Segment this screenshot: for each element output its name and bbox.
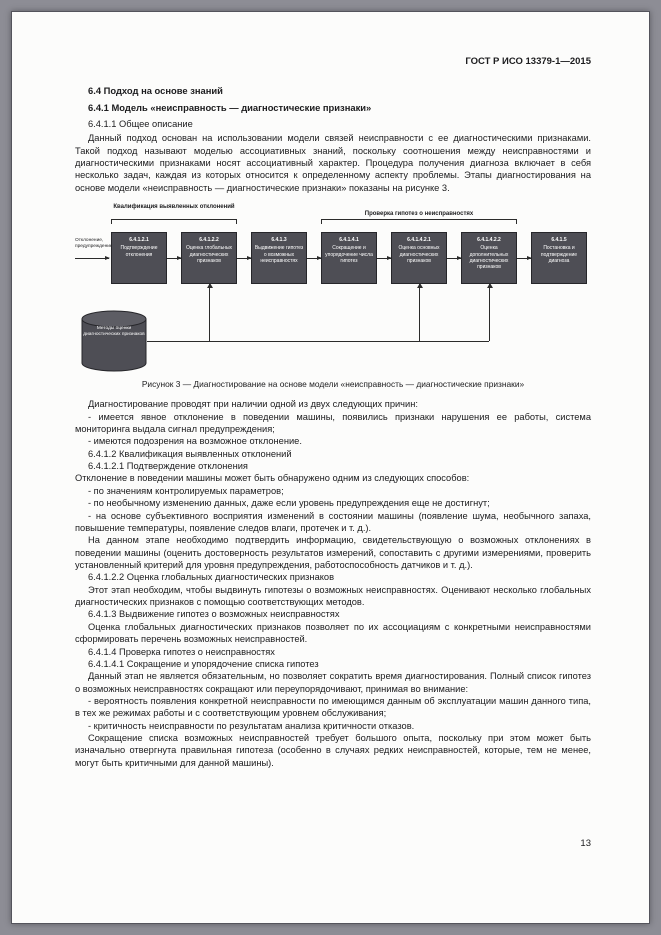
heading-6-4-1: 6.4.1 Модель «неисправность — диагностич… bbox=[88, 101, 372, 113]
arrow-right-icon bbox=[447, 256, 462, 261]
heading-6-4-1-2-1: 6.4.1.2.1 Подтверждение отклонения bbox=[88, 461, 248, 472]
methods-database-cylinder: Методы оценки диагностических признаков bbox=[81, 310, 147, 372]
figure-3-diagram: Квалификация выявленных отклонений Прове… bbox=[75, 204, 590, 376]
bracket-line-right bbox=[321, 219, 517, 225]
bracket-label-right: Проверка гипотез о неисправностях bbox=[364, 211, 474, 218]
heading-6-4-1-4-1: 6.4.1.4.1 Сокращение и упорядочение спис… bbox=[88, 658, 319, 669]
cylinder-shape-icon bbox=[81, 310, 147, 372]
list-item: - критичность неисправности по результат… bbox=[88, 720, 415, 731]
paragraph: Данный этап не является обязательным, но… bbox=[75, 671, 591, 694]
page-number: 13 bbox=[580, 838, 591, 849]
heading-6-4-1-4: 6.4.1.4 Проверка гипотез о неисправностя… bbox=[88, 646, 275, 657]
figure-box-main-symptoms: 6.4.1.4.2.1 Оценка основных диагностичес… bbox=[391, 232, 447, 285]
intro-paragraph: Данный подход основан на использовании м… bbox=[75, 133, 591, 193]
paragraph: Этот этап необходим, чтобы выдвинуть гип… bbox=[75, 584, 591, 608]
paragraph: Сокращение списка возможных неисправност… bbox=[75, 733, 591, 768]
figure-box-global-symptoms: 6.4.1.2.2 Оценка глобальных диагностичес… bbox=[181, 232, 237, 285]
figure-caption: Рисунок 3 — Диагностирование на основе м… bbox=[141, 379, 525, 390]
list-item: - на основе субъективного восприятия изм… bbox=[75, 510, 591, 533]
figure-box-confirm-deviation: 6.4.1.2.1 Подтверждение отклонения bbox=[111, 232, 167, 285]
arrow-up-icon bbox=[416, 283, 423, 342]
arrow-right-icon bbox=[237, 256, 252, 261]
list-item: - имеются подозрения на возможное отклон… bbox=[88, 436, 302, 447]
arrow-right-icon bbox=[307, 256, 322, 261]
paragraph: На данном этапе необходимо подтвердить и… bbox=[75, 535, 591, 570]
bracket-label-left: Квалификация выявленных отклонений bbox=[113, 204, 235, 211]
document-page: ГОСТ Р ИСО 13379-1—2015 6.4 Подход на ос… bbox=[11, 11, 650, 924]
cylinder-label: Методы оценки диагностических признаков bbox=[83, 326, 145, 337]
heading-6-4-1-2-2: 6.4.1.2.2 Оценка глобальных диагностичес… bbox=[88, 572, 335, 583]
list-item: - вероятность появления конкретной неисп… bbox=[75, 695, 591, 719]
arrow-right-icon bbox=[377, 256, 392, 261]
heading-6-4-1-2: 6.4.1.2 Квалификация выявленных отклонен… bbox=[88, 448, 292, 459]
list-item: - по необычному изменению данных, даже е… bbox=[88, 498, 490, 509]
list-item: - по значениям контролируемых параметров… bbox=[88, 485, 284, 496]
paragraph: Диагностирование проводят при наличии од… bbox=[88, 399, 418, 410]
paragraph: Оценка глобальных диагностических призна… bbox=[75, 621, 591, 645]
figure-box-hypotheses: 6.4.1.3 Выдвижение гипотез о возможных н… bbox=[251, 232, 307, 285]
input-label: Отклонение, предупреждение bbox=[75, 238, 113, 249]
arrow-right-icon bbox=[517, 256, 532, 261]
connector-line bbox=[147, 341, 489, 343]
heading-6-4-1-3: 6.4.1.3 Выдвижение гипотез о возможных н… bbox=[88, 609, 340, 620]
list-item: - имеется явное отклонение в поведении м… bbox=[75, 411, 591, 435]
arrow-right-icon bbox=[75, 256, 110, 261]
figure-box-reduce-order: 6.4.1.4.1 Сокращение и упорядочение числ… bbox=[321, 232, 377, 285]
doc-header: ГОСТ Р ИСО 13379-1—2015 bbox=[465, 56, 591, 67]
figure-box-additional-symptoms: 6.4.1.4.2.2 Оценка дополнительных диагно… bbox=[461, 232, 517, 285]
figure-box-diagnosis: 6.4.1.5 Постановка и подтверждение диагн… bbox=[531, 232, 587, 285]
arrow-up-icon bbox=[486, 283, 493, 342]
heading-6-4: 6.4 Подход на основе знаний bbox=[88, 85, 223, 96]
paragraph: Отклонение в поведении машины может быть… bbox=[75, 473, 470, 484]
arrow-right-icon bbox=[167, 256, 182, 261]
heading-6-4-1-1: 6.4.1.1 Общее описание bbox=[88, 119, 193, 129]
arrow-up-icon bbox=[206, 283, 213, 342]
page-content: ГОСТ Р ИСО 13379-1—2015 6.4 Подход на ос… bbox=[12, 12, 649, 769]
bracket-line-left bbox=[111, 219, 237, 225]
